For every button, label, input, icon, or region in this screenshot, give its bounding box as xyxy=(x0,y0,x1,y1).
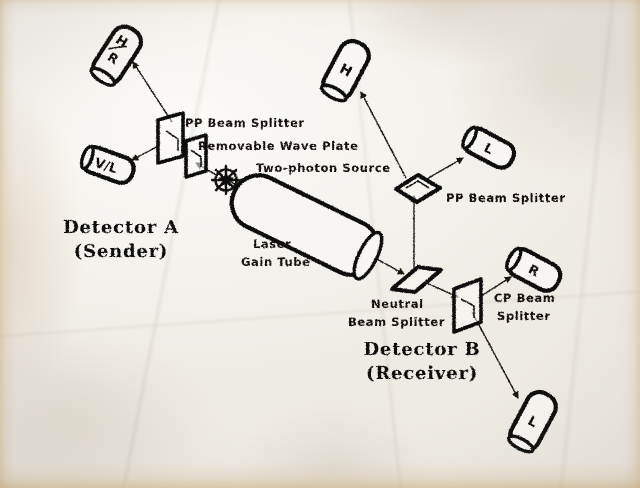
label-laser-gain-tube-line2: Gain Tube xyxy=(241,255,311,269)
label-pp-beam-splitter-a: PP Beam Splitter xyxy=(185,116,305,130)
section-title-detector-b: Detector B (Receiver) xyxy=(363,339,480,384)
label-cp-beam-splitter-line2: Splitter xyxy=(497,309,551,323)
cp-beam-splitter[interactable] xyxy=(452,277,483,334)
section-title-detector-a: Detector A (Sender) xyxy=(63,217,179,262)
label-neutral-beam-splitter-line1: Neutral xyxy=(371,297,424,311)
label-cp-beam-splitter-line1: CP Beam xyxy=(494,291,555,305)
pp-beam-splitter-b[interactable] xyxy=(394,173,442,204)
beam-ppa-to-hr xyxy=(132,61,173,123)
beam-ppa-to-vl xyxy=(131,144,161,161)
detector-b-subtitle: (Receiver) xyxy=(366,363,478,384)
label-laser-gain-tube-line1: Laser xyxy=(253,237,291,251)
label-pp-beam-splitter-b: PP Beam Splitter xyxy=(446,191,566,205)
detector-a-title: Detector A xyxy=(63,217,179,238)
beam-gaintube-to-neutral xyxy=(374,257,405,275)
pp-beam-splitter-a[interactable] xyxy=(156,111,185,165)
detector-b-title: Detector B xyxy=(363,339,480,360)
label-two-photon-source: Two-photon Source xyxy=(256,161,391,175)
detector-a-subtitle: (Sender) xyxy=(74,241,169,262)
label-removable-wave-plate: Removable Wave Plate xyxy=(198,139,359,153)
beam-ppb-to-l-top xyxy=(424,157,464,181)
label-neutral-beam-splitter-line2: Beam Splitter xyxy=(348,315,445,329)
